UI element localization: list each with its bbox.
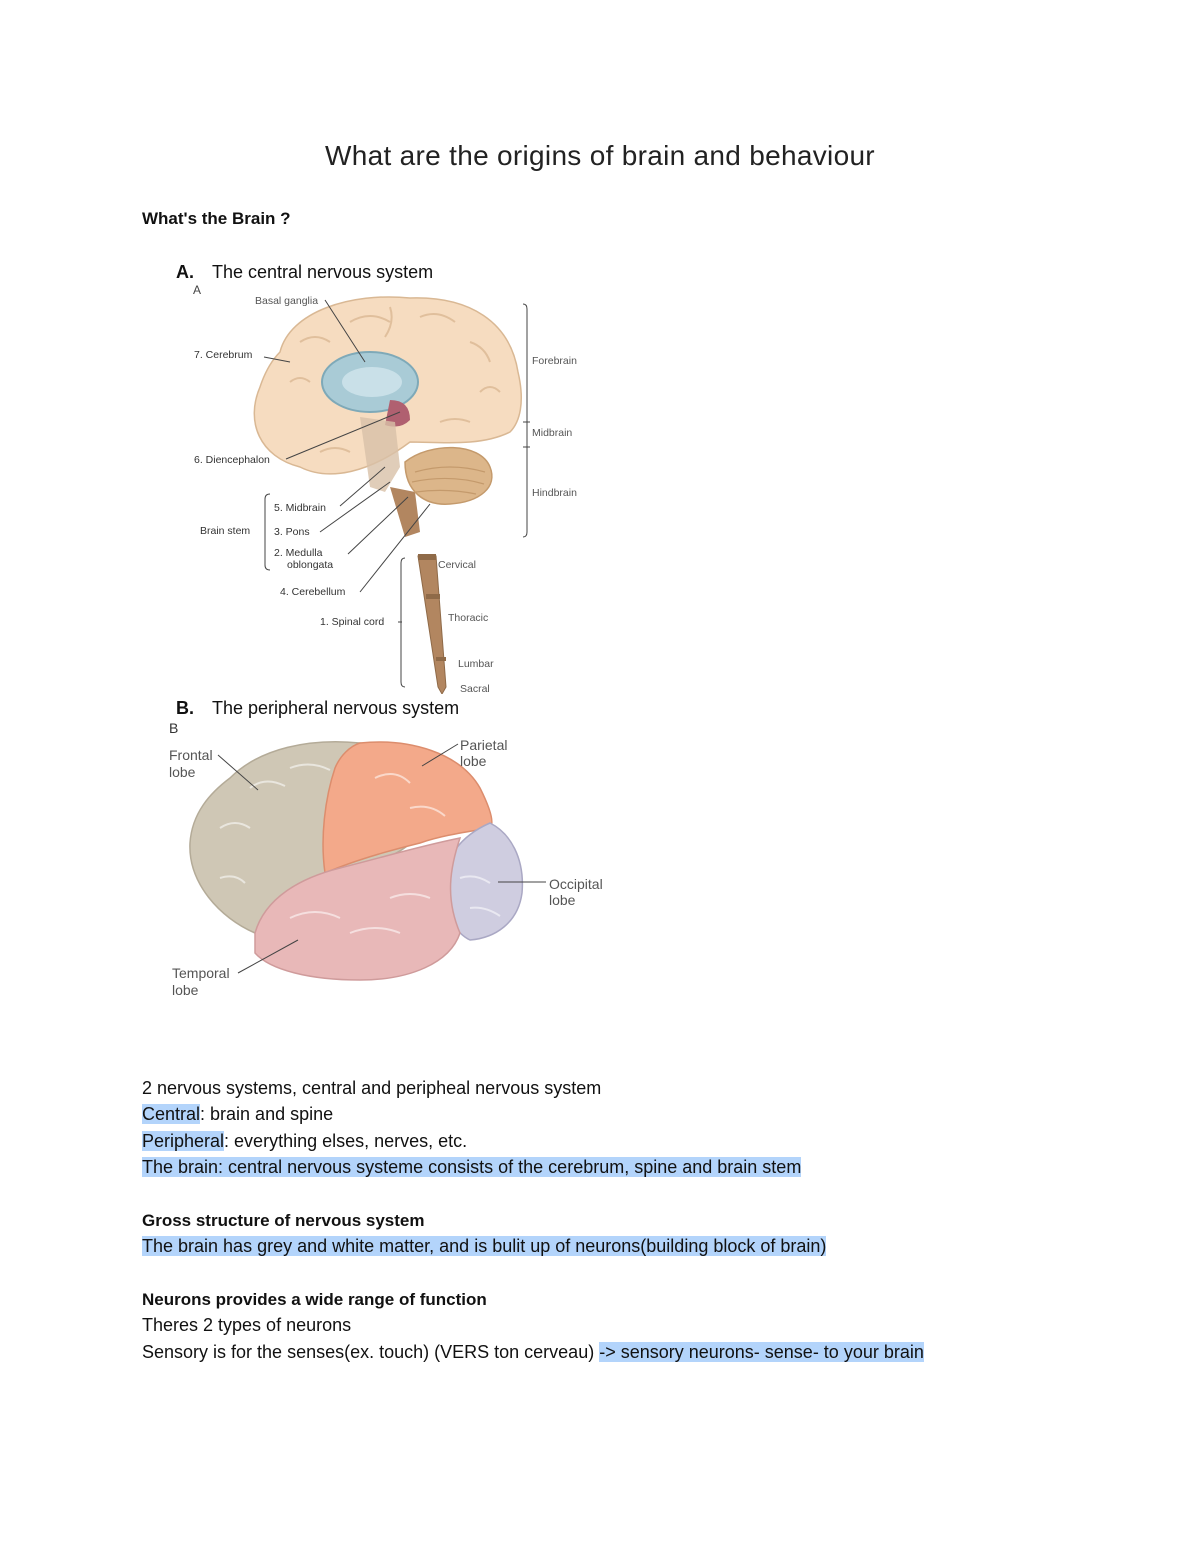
- medulla-shape: [390, 487, 420, 537]
- label-midbrain: Midbrain: [532, 427, 572, 439]
- cerebellum-shape: [404, 446, 493, 505]
- spinal-segment: [426, 594, 440, 599]
- page-title: What are the origins of brain and behavi…: [325, 140, 875, 171]
- list-item-b: B. The peripheral nervous system: [176, 698, 459, 719]
- list-item-text: The central nervous system: [212, 262, 434, 282]
- figure-b-leader-lines: [217, 743, 546, 974]
- label-parietal: Parietal: [460, 737, 507, 753]
- label-midbrain-5: 5. Midbrain: [274, 502, 326, 514]
- note-central: Central: brain and spine: [142, 1104, 333, 1125]
- label-occipital: Occipital: [549, 876, 603, 892]
- cerebellum-folia: [411, 466, 486, 495]
- label-frontal: Frontal: [169, 747, 213, 763]
- list-marker: B.: [176, 698, 194, 718]
- label-occipital-lobe: lobe: [549, 892, 576, 908]
- label-forebrain: Forebrain: [532, 355, 577, 367]
- label-hindbrain: Hindbrain: [532, 487, 577, 499]
- list-item-text: The peripheral nervous system: [212, 698, 460, 718]
- label-temporal-lobe: lobe: [172, 982, 199, 998]
- sensory-text: Sensory is for the senses(ex. touch) (VE…: [142, 1342, 600, 1362]
- sensory-highlight: -> sensory neurons- sense- to your brain: [599, 1342, 924, 1362]
- label-brain-stem: Brain stem: [200, 525, 250, 537]
- list-marker: A.: [176, 262, 194, 282]
- spinal-segment: [418, 554, 436, 560]
- figure-a-leader-lines: [263, 299, 530, 688]
- brain-definition: The brain: central nervous systeme consi…: [142, 1157, 802, 1177]
- list-item-a: A. The central nervous system: [176, 262, 433, 283]
- neurons-heading: Neurons provides a wide range of functio…: [142, 1290, 487, 1309]
- basal-ganglia-inner: [342, 367, 402, 397]
- figure-b-panel-letter: B: [169, 720, 178, 736]
- label-frontal-lobe: lobe: [169, 764, 196, 780]
- section-heading: What's the Brain ?: [142, 209, 291, 228]
- gross-structure-text: The brain has grey and white matter, and…: [142, 1236, 827, 1256]
- label-basal-ganglia: Basal ganglia: [255, 295, 318, 307]
- note-line-1: 2 nervous systems, central and peripheal…: [142, 1078, 602, 1098]
- label-pons: 3. Pons: [274, 526, 310, 538]
- parietal-lobe-shape: [322, 741, 493, 875]
- gross-structure-heading: Gross structure of nervous system: [142, 1211, 425, 1230]
- note-sensory: Sensory is for the senses(ex. touch) (VE…: [142, 1342, 924, 1363]
- note-peripheral: Peripheral: everything elses, nerves, et…: [142, 1131, 467, 1152]
- label-oblongata: oblongata: [287, 559, 333, 571]
- gyri-lines: [289, 306, 501, 453]
- label-spinal-cord: 1. Spinal cord: [320, 616, 384, 628]
- note-neuron-types: Theres 2 types of neurons: [142, 1315, 352, 1335]
- label-parietal-lobe: lobe: [460, 753, 487, 769]
- label-sacral: Sacral: [460, 683, 490, 694]
- central-definition: : brain and spine: [200, 1104, 334, 1124]
- figure-a-panel-letter: A: [193, 283, 201, 297]
- spinal-cord-shape: [417, 555, 447, 694]
- label-diencephalon: 6. Diencephalon: [194, 454, 270, 466]
- central-term: Central: [142, 1104, 201, 1124]
- figure-central-nervous-system: A: [193, 283, 577, 694]
- brain-stem-shape: [360, 417, 400, 492]
- label-thoracic: Thoracic: [448, 612, 488, 624]
- label-temporal: Temporal: [172, 965, 230, 981]
- figure-brain-lobes: B Frontal lobe Parietal lobe Occipital l…: [169, 720, 603, 998]
- note-brain: The brain: central nervous systeme consi…: [142, 1157, 802, 1178]
- spinal-segment: [436, 657, 446, 661]
- peripheral-definition: : everything elses, nerves, etc.: [224, 1131, 468, 1151]
- note-gross: The brain has grey and white matter, and…: [142, 1236, 827, 1257]
- label-medulla: 2. Medulla: [274, 547, 323, 559]
- lobe-gyri: [219, 763, 501, 934]
- label-cerebellum: 4. Cerebellum: [280, 586, 346, 598]
- temporal-lobe-shape: [254, 837, 462, 981]
- label-lumbar: Lumbar: [458, 658, 494, 670]
- peripheral-term: Peripheral: [142, 1131, 225, 1151]
- label-cerebrum: 7. Cerebrum: [194, 349, 253, 361]
- label-cervical: Cervical: [438, 559, 476, 571]
